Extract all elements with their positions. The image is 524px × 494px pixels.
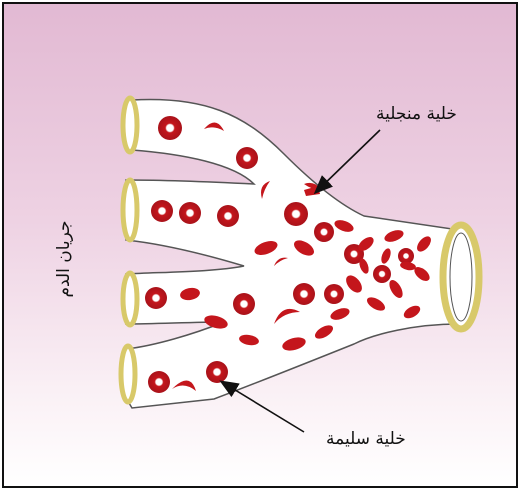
red-blood-cell	[314, 222, 334, 242]
arrow-healthy-cell	[222, 382, 304, 432]
diagram-frame: خلية منجلية خلية سليمة جريان الدم	[2, 2, 518, 488]
red-blood-cell	[179, 202, 201, 224]
healthy-cell-label: خلية سليمة	[326, 429, 406, 449]
red-blood-cell	[158, 116, 182, 140]
vessel-branch-opening-4	[121, 346, 135, 402]
red-blood-cell	[233, 293, 255, 315]
vessel-branch-opening-1	[123, 98, 137, 152]
red-blood-cell	[151, 200, 173, 222]
red-blood-cell	[148, 371, 170, 393]
red-blood-cell	[145, 287, 167, 309]
red-blood-cell	[398, 248, 414, 264]
red-blood-cell	[236, 147, 258, 169]
red-blood-cell	[206, 361, 228, 383]
blood-flow-label: جريان الدم	[54, 220, 74, 297]
red-blood-cell	[373, 265, 391, 283]
red-blood-cell	[217, 205, 239, 227]
vessel-branch-opening-2	[123, 180, 137, 240]
red-blood-cell	[284, 202, 308, 226]
vessel-diagram	[4, 4, 518, 488]
red-blood-cell	[324, 284, 344, 304]
red-blood-cell	[293, 283, 315, 305]
sickle-cell-label: خلية منجلية	[376, 104, 457, 124]
vessel-branch-opening-3	[123, 273, 137, 325]
arrow-sickle-cell	[316, 130, 380, 192]
